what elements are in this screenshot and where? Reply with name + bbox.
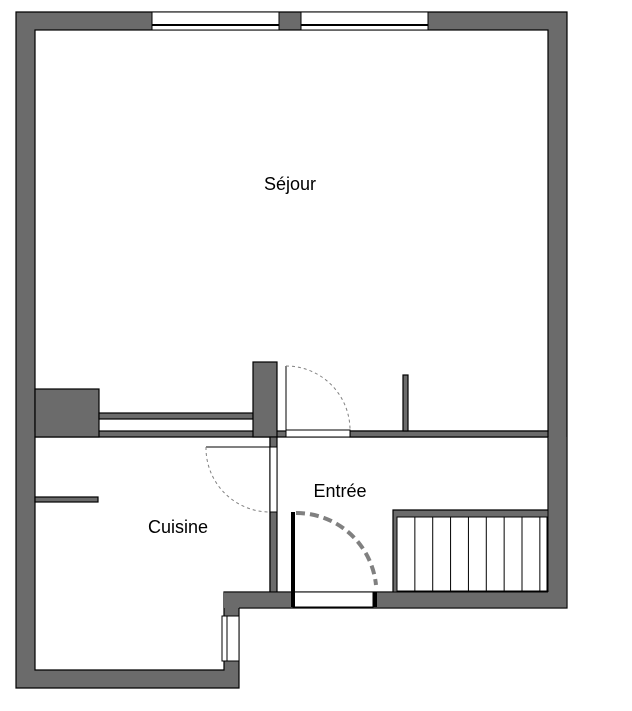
window-cuisine [221,615,240,662]
wall-cuisine-sejour [98,412,254,420]
wall-bottom [373,592,548,608]
room-label-sejour: Séjour [264,174,316,194]
staircase [396,516,548,592]
pillar [252,361,278,438]
wall-hall-sejour [349,430,549,438]
wall-stub [402,374,409,432]
room-label-cuisine: Cuisine [148,517,208,537]
wall-block-left [34,388,100,438]
door-cuisine [205,446,278,513]
wall-cuisine-shelf [34,496,99,503]
window-top-left [151,11,280,31]
door-sejour [285,365,351,438]
sejour-room [34,29,549,432]
window-top-right [300,11,429,31]
room-label-entree: Entrée [313,481,366,501]
wall-corner-step [224,592,293,608]
door-entree [291,510,378,608]
